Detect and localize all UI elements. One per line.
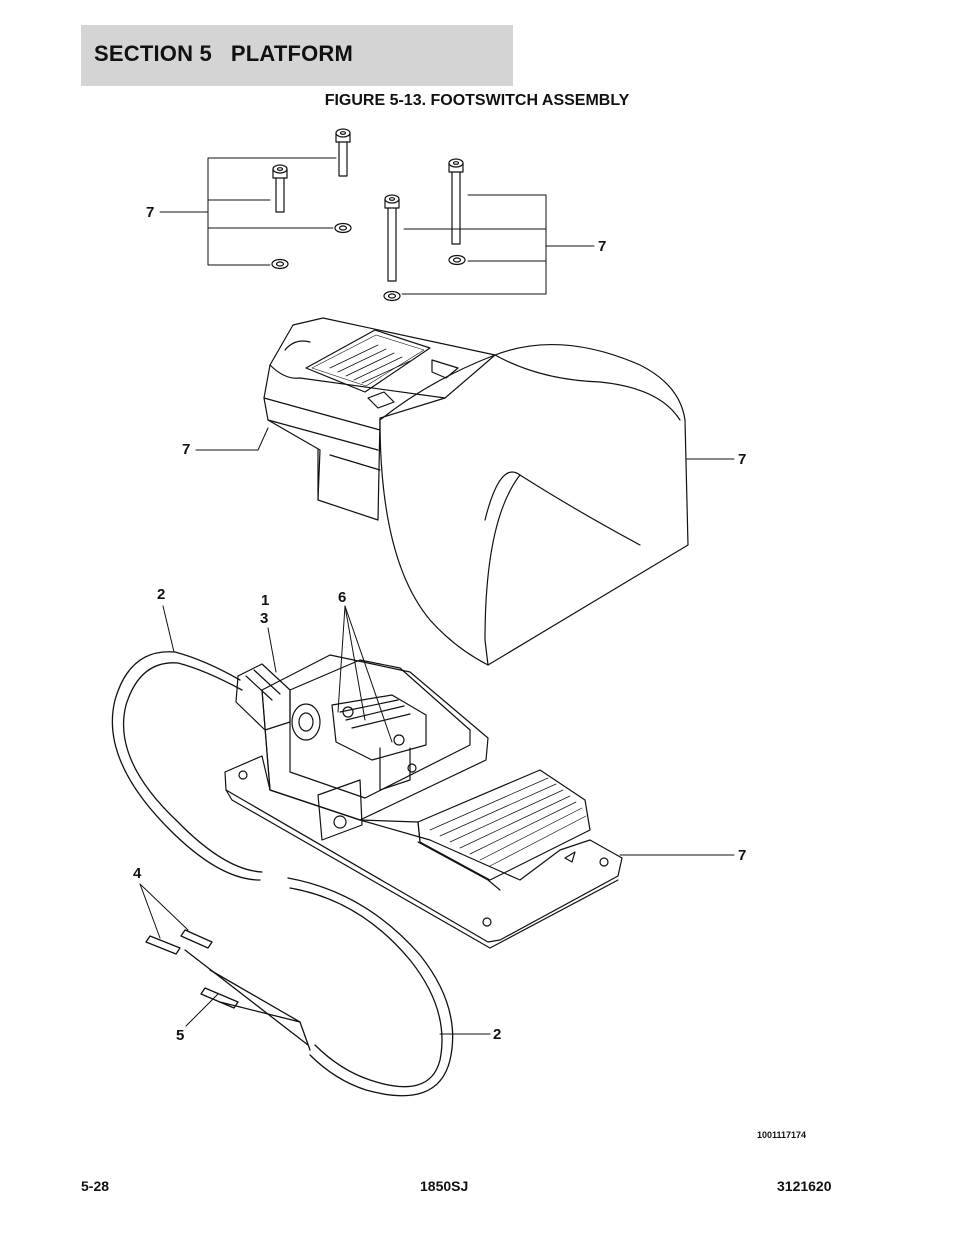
switch-housing — [263, 317, 496, 521]
page-number: 5-28 — [81, 1178, 110, 1194]
callout-guard: 7 — [738, 451, 747, 468]
callout-switch-3: 3 — [260, 610, 269, 627]
callout-terminal: 5 — [176, 1027, 185, 1044]
hardware-leaders — [159, 157, 595, 295]
callout-housing-edge: 7 — [182, 441, 191, 458]
callout-switch-1: 1 — [261, 592, 270, 609]
figure-title: FIGURE 5-13. FOOTSWITCH ASSEMBLY — [324, 92, 630, 109]
callout-cable-bottom: 2 — [493, 1026, 502, 1043]
lock-washer — [383, 290, 401, 302]
section-title: SECTION 5 PLATFORM — [94, 41, 354, 66]
lock-washer — [448, 254, 466, 266]
model-number: 1850SJ — [420, 1178, 469, 1194]
cap-screw — [272, 164, 288, 213]
drawing-number: 1001117174 — [757, 1130, 807, 1140]
lock-washer — [334, 222, 352, 234]
manual-number: 3121620 — [777, 1178, 832, 1194]
callout-pins: 4 — [133, 865, 142, 882]
cap-screw — [384, 194, 400, 282]
label-plate — [305, 329, 431, 393]
pedal-guard — [379, 344, 689, 666]
callout-contacts: 6 — [338, 589, 347, 606]
cap-screw — [335, 128, 351, 177]
section-header-band: SECTION 5 PLATFORM — [81, 25, 513, 86]
callout-base-plate: 7 — [738, 847, 747, 864]
callout-hardware-right: 7 — [598, 238, 607, 255]
hardware-group — [271, 128, 466, 302]
switch-base — [224, 654, 623, 949]
foot-pedal — [359, 769, 591, 891]
callout-cable-top: 2 — [157, 586, 166, 603]
lock-washer — [271, 258, 289, 270]
cap-screw — [448, 158, 464, 245]
switch-cable — [111, 651, 454, 1097]
callout-hardware-left: 7 — [146, 204, 155, 221]
callout-leaders — [139, 427, 735, 1035]
